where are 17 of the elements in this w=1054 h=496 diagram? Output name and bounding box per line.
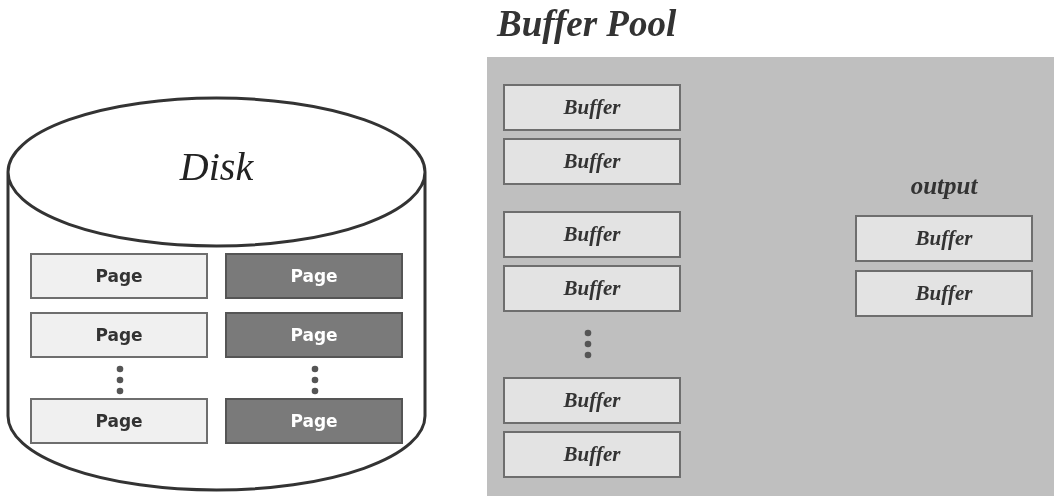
buffer-box: Buffer [503,84,681,131]
buffer-box: Buffer [503,431,681,478]
section-heading: output [909,172,979,200]
buffer-box: Buffer [503,211,681,258]
disk-label: Disk [178,143,255,190]
buffer-box: Buffer [855,270,1033,317]
panel-title: Buffer Pool [497,2,677,45]
buffer-box: Buffer [503,265,681,312]
page-box: Page [30,398,208,444]
buffer-box: Buffer [503,138,681,185]
buffer-box: Buffer [503,377,681,424]
page-box: Page [30,253,208,299]
page-box: Page [30,312,208,358]
page-box: Page [225,312,403,358]
buffer-box: Buffer [855,215,1033,262]
page-box: Page [225,253,403,299]
page-box: Page [225,398,403,444]
